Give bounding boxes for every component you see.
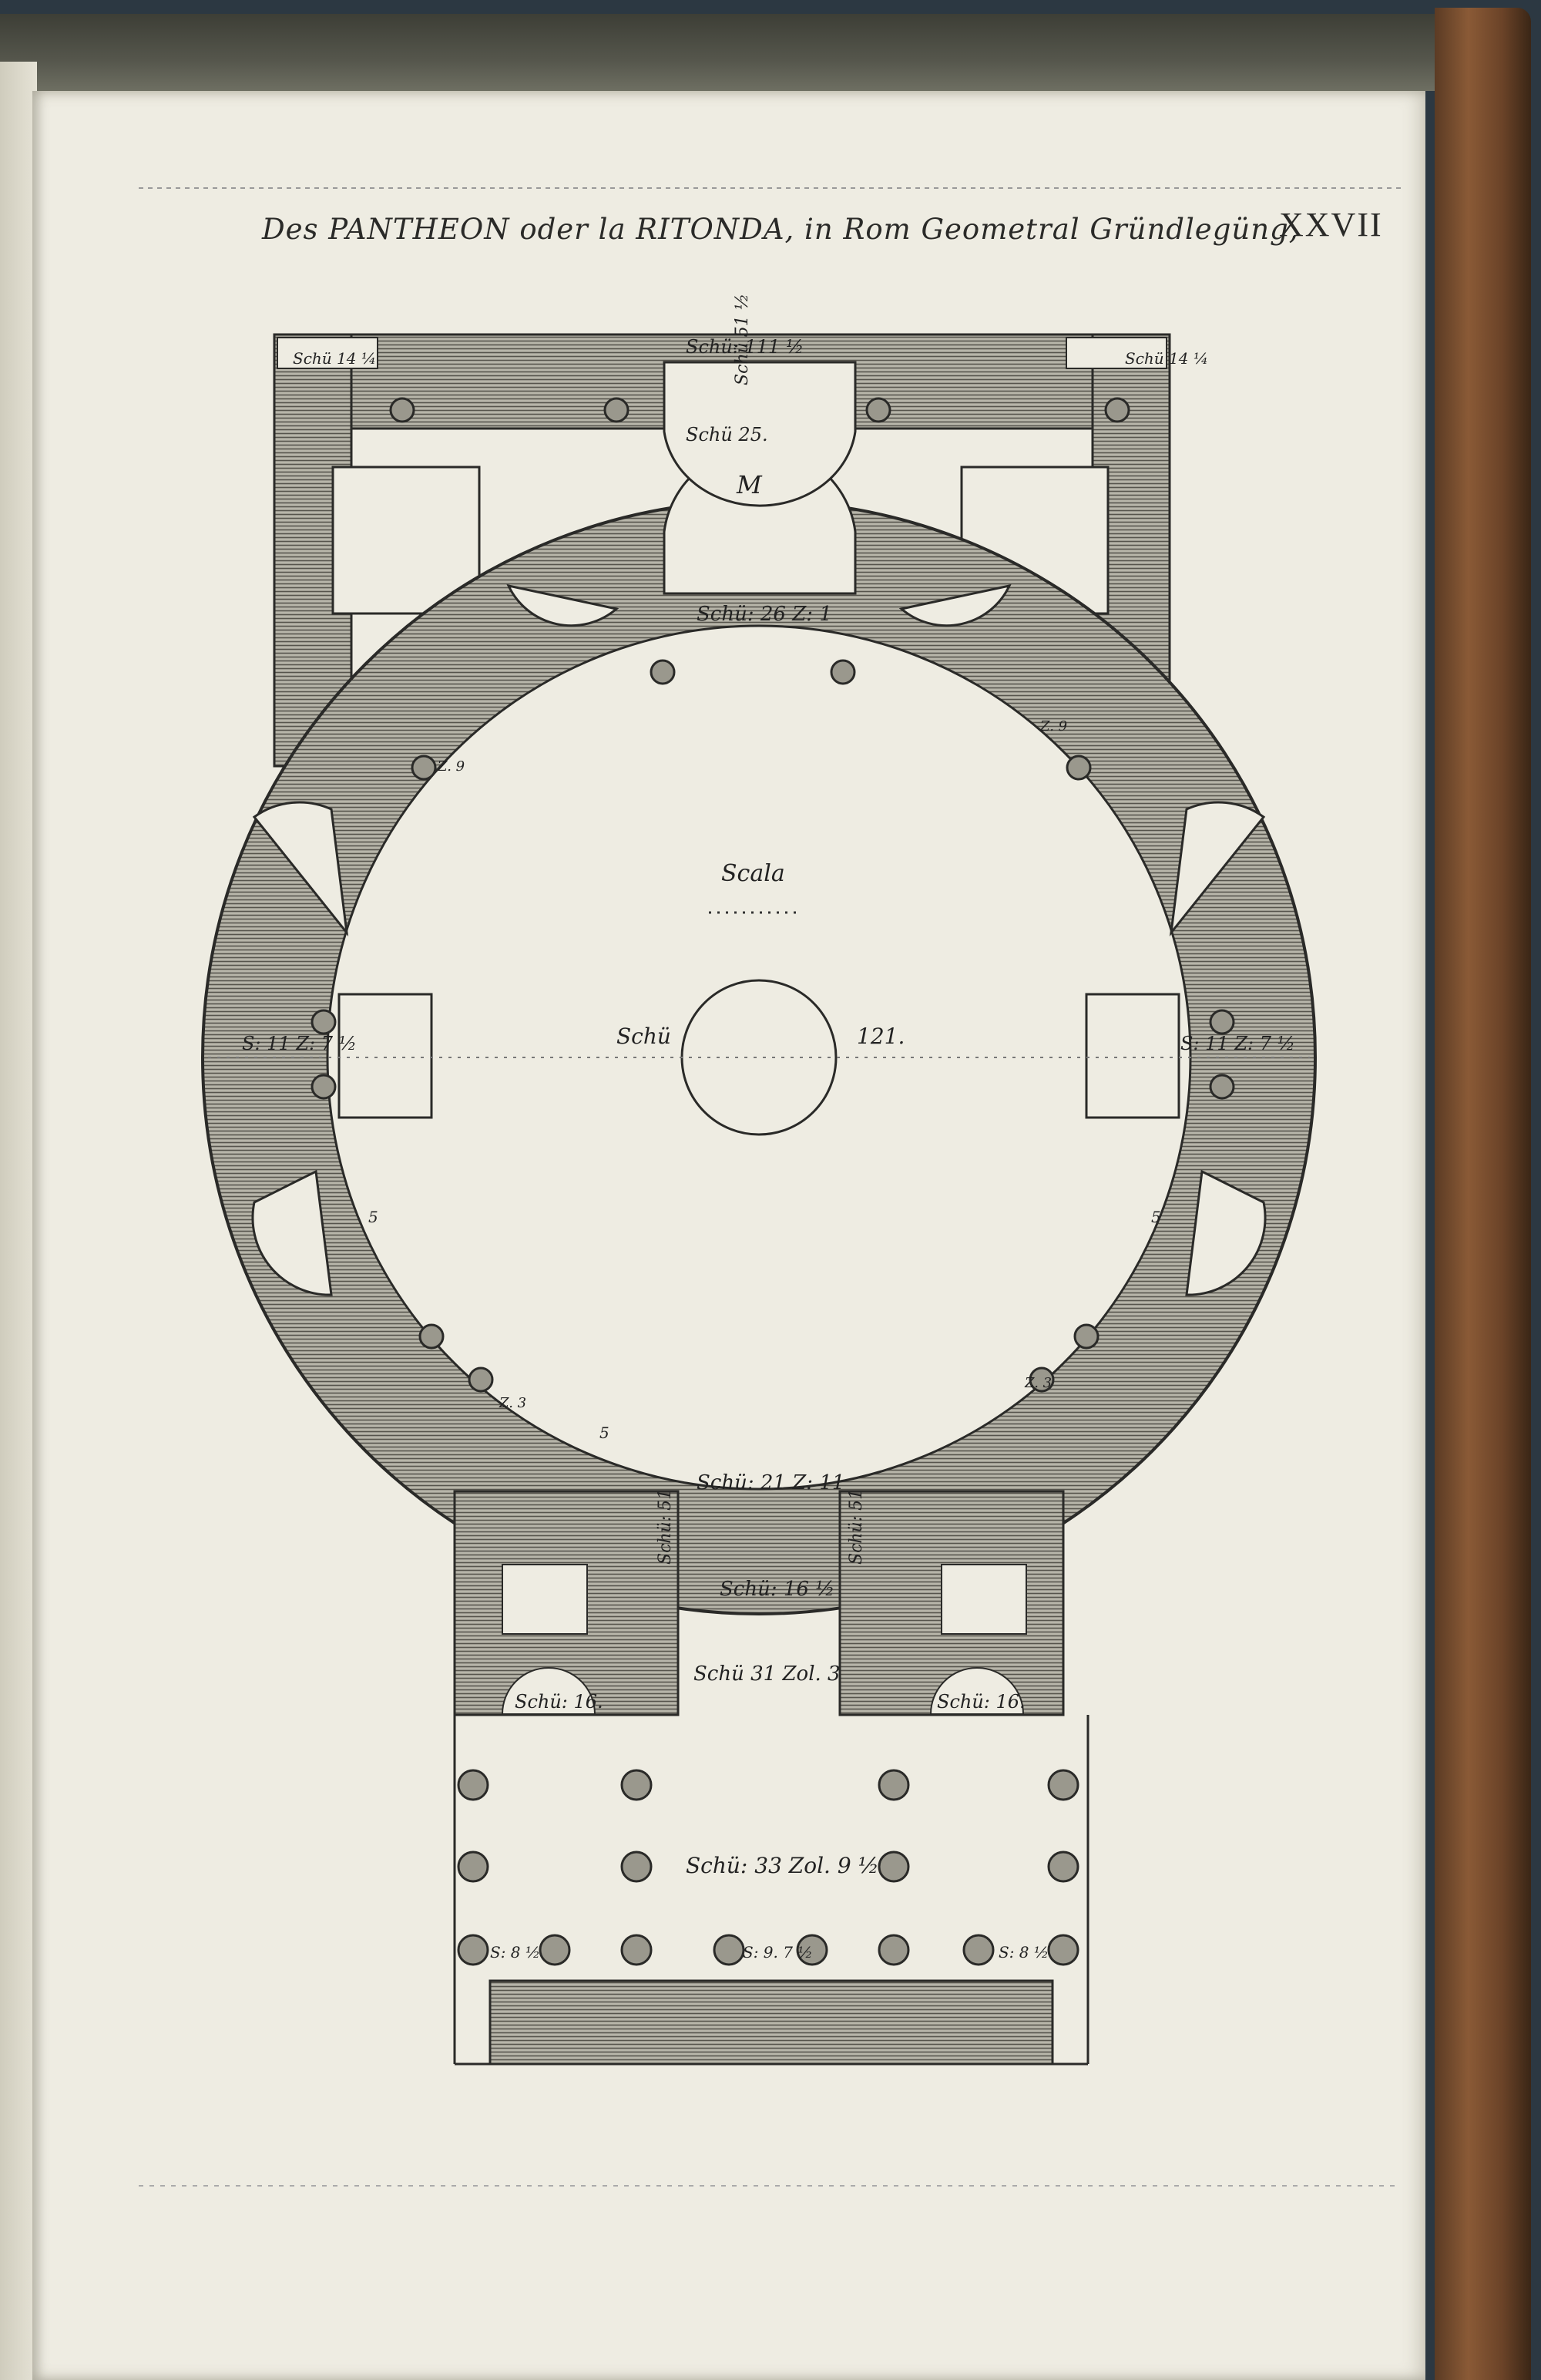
niche [252, 801, 349, 937]
label-oculus-right: 121. [857, 1024, 905, 1049]
side-niche-right [1085, 993, 1180, 1119]
label-col-left-upper: Z. 9 [437, 758, 465, 775]
plate-number: XXVII [1279, 206, 1383, 244]
column [1104, 397, 1130, 423]
label-side-right: S: 11 Z: 7 ½ [1180, 1033, 1295, 1054]
column [878, 1851, 910, 1883]
label-entrance-left-vertical: Schü: 51 [656, 1489, 675, 1565]
label-bay-center: S: 9. 7 ½ [743, 1943, 813, 1961]
column [1209, 1009, 1235, 1035]
label-stair-right: Schü: 16. [937, 1691, 1026, 1713]
portico [453, 1715, 1089, 2066]
column [620, 1769, 653, 1801]
column [457, 1851, 489, 1883]
label-top-left-corner: Schü 14 ¼ [293, 349, 376, 368]
label-top-right-corner: Schü 14 ¼ [1125, 349, 1208, 368]
label-portico-depth: Schü: 33 Zol. 9 ½ [686, 1853, 879, 1878]
label-entrance-right-vertical: Schü: 51 [847, 1489, 866, 1565]
label-niche-m-letter: M [736, 470, 763, 499]
column [865, 397, 891, 423]
column [468, 1366, 494, 1393]
entrance-block [453, 1490, 1065, 1716]
column [457, 1769, 489, 1801]
niche [251, 1169, 333, 1296]
label-vestibule-width: Schü 31 Zol. 3 [693, 1662, 841, 1686]
label-niche-left-digit: 5 [368, 1208, 378, 1226]
label-entrance-width: Schü: 21 Z: 11 [697, 1471, 844, 1494]
niche [898, 583, 1012, 627]
plate-title: Des PANTHEON oder la RITONDA, in Rom Geo… [262, 213, 1299, 246]
niche [1185, 1169, 1267, 1296]
column [620, 1934, 653, 1966]
column [457, 1934, 489, 1966]
column [539, 1934, 571, 1966]
interior-columns [311, 397, 1235, 1393]
rear-apse [663, 361, 857, 595]
column [1066, 755, 1092, 781]
book-cover-top [0, 14, 1487, 91]
label-bay-right: S: 8 ½ [999, 1943, 1049, 1961]
label-passage-width: Schü: 16 ½ [720, 1578, 834, 1601]
column [620, 1851, 653, 1883]
column [713, 1934, 745, 1966]
label-niche-right-digit: 5 [1151, 1208, 1161, 1226]
niche [506, 583, 619, 627]
label-lower-right-col: Z. 3 [1024, 1375, 1052, 1391]
column [1073, 1323, 1100, 1350]
label-bay-left: S: 8 ½ [490, 1943, 540, 1961]
column [878, 1769, 910, 1801]
book-spine-edge [1435, 8, 1531, 2380]
column [650, 659, 676, 685]
label-lower-left-col: Z. 3 [499, 1395, 526, 1411]
column [311, 1074, 337, 1100]
portico-steps [488, 1979, 1054, 2066]
label-side-left: S: 11 Z: 7 ½ [242, 1033, 357, 1054]
oculus [680, 979, 838, 1136]
label-apse-width: Schü: 26 Z: 1 [697, 603, 832, 626]
column [418, 1323, 445, 1350]
column [1047, 1851, 1079, 1883]
label-col-right-upper: Z. 9 [1039, 718, 1067, 735]
niche [1169, 801, 1266, 937]
label-portico-top-width: Schü: 111 ½ [686, 336, 804, 358]
portico-columns [457, 1769, 1079, 1966]
column [962, 1934, 995, 1966]
column [796, 1934, 828, 1966]
label-box-digit: 5 [599, 1424, 609, 1442]
column [1209, 1074, 1235, 1100]
column [389, 397, 415, 423]
scale-title: Scala [721, 860, 785, 887]
facing-page-edge [0, 62, 37, 2380]
label-oculus-left: Schü [616, 1024, 671, 1049]
column [1047, 1769, 1079, 1801]
side-niche-left [337, 993, 433, 1119]
column [878, 1934, 910, 1966]
column [1047, 1934, 1079, 1966]
column [830, 659, 856, 685]
label-stair-left: Schü: 16. [515, 1691, 603, 1713]
column [603, 397, 629, 423]
column [1029, 1366, 1055, 1393]
label-niche-m-vertical: Schü 51 ½ [733, 294, 752, 385]
label-niche-m-width: Schü 25. [686, 424, 768, 445]
column [411, 755, 437, 781]
column [311, 1009, 337, 1035]
